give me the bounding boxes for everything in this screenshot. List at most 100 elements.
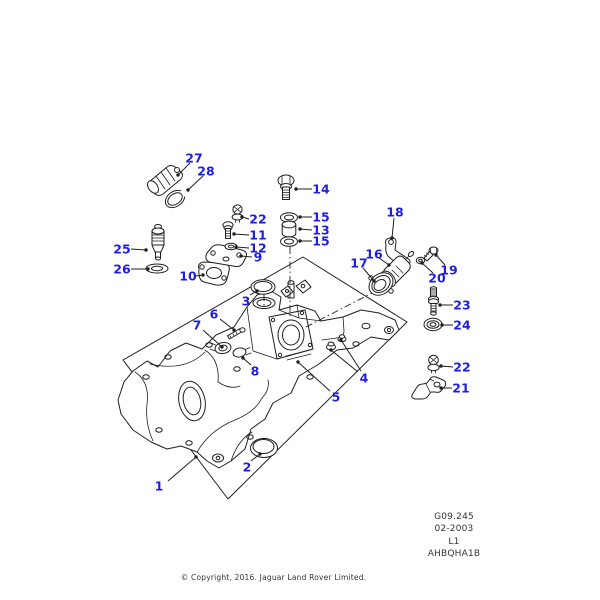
callout-9[interactable]: 9 — [239, 250, 262, 265]
callout-8[interactable]: 8 — [241, 356, 260, 379]
callout-1[interactable]: 1 — [155, 455, 198, 494]
callout-26-number[interactable]: 26 — [113, 262, 131, 277]
callout-6-number[interactable]: 6 — [210, 307, 219, 322]
callout-1-number[interactable]: 1 — [155, 479, 164, 494]
callout-24[interactable]: 24 — [440, 318, 471, 333]
callout-12-number[interactable]: 12 — [249, 241, 266, 256]
callout-17-anchor-dot — [372, 279, 376, 283]
callout-5-number[interactable]: 5 — [332, 390, 341, 405]
callout-25-number[interactable]: 25 — [113, 242, 130, 257]
callout-17-number[interactable]: 17 — [350, 256, 367, 271]
callout-27-number[interactable]: 27 — [185, 151, 202, 166]
callout-12-anchor-dot — [234, 245, 238, 249]
callout-7-number[interactable]: 7 — [193, 318, 202, 333]
callout-18-leader-line — [391, 217, 395, 239]
callout-22a-number[interactable]: 22 — [249, 212, 266, 227]
part-sketch-15a-washer — [280, 212, 298, 223]
callout-28-number[interactable]: 28 — [197, 164, 214, 179]
callout-11-number[interactable]: 11 — [249, 228, 266, 243]
callout-23-anchor-dot — [438, 303, 442, 307]
callout-19[interactable]: 19 — [434, 253, 458, 278]
callout-16[interactable]: 16 — [365, 247, 391, 267]
callout-12[interactable]: 12 — [234, 241, 267, 256]
callout-27-anchor-dot — [176, 173, 180, 177]
callout-22b-number[interactable]: 22 — [453, 360, 470, 375]
callout-4[interactable]: 4 — [329, 338, 369, 386]
callout-20[interactable]: 20 — [420, 261, 446, 286]
callout-15b-number[interactable]: 15 — [312, 234, 329, 249]
callout-3[interactable]: 3 — [242, 289, 259, 309]
callout-2-anchor-dot — [258, 452, 262, 456]
callout-20-number[interactable]: 20 — [428, 271, 446, 286]
callout-27[interactable]: 27 — [176, 151, 203, 177]
callout-10[interactable]: 10 — [179, 269, 205, 284]
part-sketch-12-washer — [224, 242, 238, 251]
callout-4-anchor-dot — [339, 338, 343, 342]
callout-2-number[interactable]: 2 — [243, 460, 252, 475]
callout-28[interactable]: 28 — [186, 164, 215, 192]
callout-18-number[interactable]: 18 — [386, 205, 403, 220]
callout-15b[interactable]: 15 — [298, 234, 330, 249]
callout-13-leader-line — [299, 228, 313, 231]
callout-7[interactable]: 7 — [193, 318, 224, 349]
callout-17[interactable]: 17 — [350, 256, 376, 283]
callout-10-number[interactable]: 10 — [179, 269, 197, 284]
part-sketch-23-stud — [428, 286, 439, 316]
callout-23[interactable]: 23 — [438, 298, 471, 313]
callout-10-anchor-dot — [201, 273, 205, 277]
callout-22b[interactable]: 22 — [439, 360, 471, 375]
copyright-notice: © Copyright, 2016. Jaguar Land Rover Lim… — [180, 573, 367, 582]
part-sketch-11-bolt — [222, 221, 234, 239]
callout-16-number[interactable]: 16 — [365, 247, 383, 262]
callout-6[interactable]: 6 — [210, 307, 236, 332]
callout-11-anchor-dot — [232, 232, 236, 236]
callout-5[interactable]: 5 — [296, 360, 341, 405]
callout-4-number[interactable]: 4 — [360, 371, 369, 386]
callout-8-number[interactable]: 8 — [251, 364, 260, 379]
callout-19-number[interactable]: 19 — [440, 263, 457, 278]
callout-16-leader-line — [378, 257, 390, 266]
callout-11-leader-line — [233, 233, 250, 236]
callout-3-anchor-dot — [255, 289, 259, 293]
callout-23-number[interactable]: 23 — [453, 298, 470, 313]
part-sketch-25-valve — [151, 224, 165, 261]
callout-18[interactable]: 18 — [386, 205, 404, 240]
part-sketch-6-stud — [227, 327, 246, 340]
callout-26[interactable]: 26 — [113, 262, 150, 277]
callout-13[interactable]: 13 — [298, 223, 330, 238]
callout-11[interactable]: 11 — [232, 228, 267, 243]
callout-20-leader-line — [421, 262, 434, 274]
callout-15a-number[interactable]: 15 — [312, 210, 329, 225]
part-sketch-28-clip-ring — [164, 189, 188, 209]
callout-15a[interactable]: 15 — [298, 210, 330, 225]
part-sketch-24-grommet — [423, 317, 443, 332]
callout-22b-leader-line — [440, 365, 454, 368]
callout-2[interactable]: 2 — [243, 452, 262, 475]
part-sketch-2-plug-disc — [250, 438, 278, 458]
callout-4-anchor-dot — [329, 348, 333, 352]
callout-22a[interactable]: 22 — [240, 212, 267, 227]
callout-26-anchor-dot — [146, 267, 150, 271]
callout-20-anchor-dot — [420, 261, 424, 265]
callout-9-number[interactable]: 9 — [254, 250, 263, 265]
callout-18-anchor-dot — [390, 236, 394, 240]
part-sketch-22b-sensor — [427, 354, 440, 374]
part-sketch-10-gasket — [198, 261, 230, 286]
callout-14-number[interactable]: 14 — [312, 182, 330, 197]
callout-21-number[interactable]: 21 — [452, 381, 469, 396]
callout-4-leader-line — [330, 349, 359, 373]
callout-24-number[interactable]: 24 — [453, 318, 471, 333]
callout-13-number[interactable]: 13 — [312, 223, 329, 238]
callout-3-number[interactable]: 3 — [242, 294, 251, 309]
part-sketch-22a-sensor — [231, 204, 244, 223]
callout-21[interactable]: 21 — [439, 381, 470, 396]
callout-25-leader-line — [130, 248, 147, 251]
callout-25[interactable]: 25 — [113, 242, 148, 257]
callout-9-leader-line — [240, 255, 253, 258]
callout-6-leader-line — [219, 318, 235, 331]
part-sketch-15b-washer — [280, 236, 298, 247]
callout-14[interactable]: 14 — [294, 182, 330, 197]
drawing-sheet: L1 — [448, 536, 460, 547]
